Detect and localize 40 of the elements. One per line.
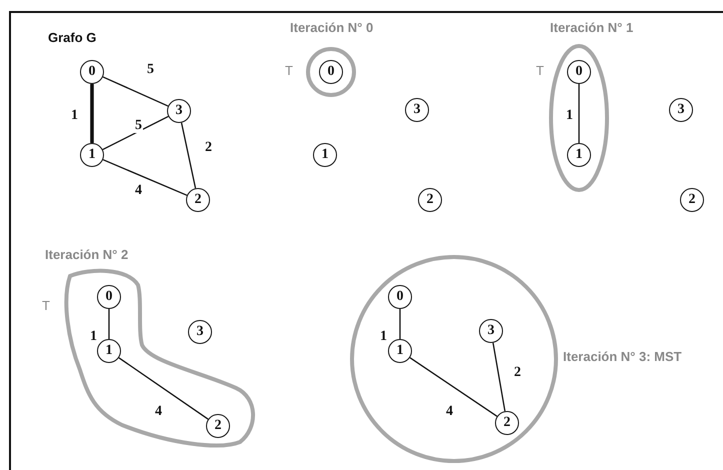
vertex-circle: 3	[188, 320, 212, 344]
graph-edge	[118, 357, 208, 420]
vertex-circle: 2	[418, 188, 442, 212]
vertex-circle: 0	[80, 60, 104, 84]
vertex-circle: 2	[186, 188, 210, 212]
vertex-circle: 3	[669, 98, 693, 122]
panel-title: Iteración N° 2	[45, 247, 128, 262]
vertex-circle: 2	[680, 188, 704, 212]
set-label: T	[536, 63, 544, 78]
graph-edge	[399, 309, 401, 339]
vertex-circle: 3	[479, 319, 503, 343]
edge-weight: 5	[134, 118, 143, 133]
vertex-circle: 2	[206, 414, 230, 438]
graph-edge	[410, 357, 498, 417]
vertex-circle: 2	[495, 411, 519, 435]
set-label: Iteración N° 3: MST	[563, 349, 682, 364]
vertex-circle: 0	[319, 60, 343, 84]
panel-title: Grafo G	[48, 30, 96, 45]
graph-edge	[108, 309, 110, 339]
vertex-circle: 0	[388, 285, 412, 309]
vertex-circle: 3	[405, 98, 429, 122]
graph-edge	[492, 342, 506, 412]
graph-edge	[90, 84, 94, 143]
graph-edge	[180, 122, 196, 188]
set-label: T	[285, 63, 293, 78]
graph-edge	[102, 76, 168, 107]
vertex-circle: 0	[567, 60, 591, 84]
vertex-circle: 1	[97, 339, 121, 363]
vertex-circle: 1	[313, 143, 337, 167]
panel-title: Iteración N° 1	[550, 20, 634, 35]
graph-edge	[102, 116, 169, 150]
vertex-circle: 1	[567, 143, 591, 167]
set-label: T	[42, 298, 50, 313]
vertex-circle: 0	[97, 285, 121, 309]
vertex-circle: 1	[80, 143, 104, 167]
vertex-circle: 3	[167, 99, 191, 123]
panel-title: Iteración N° 0	[290, 20, 374, 35]
graph-edge	[578, 84, 580, 143]
graph-edge	[102, 159, 188, 196]
vertex-circle: 1	[388, 339, 412, 363]
